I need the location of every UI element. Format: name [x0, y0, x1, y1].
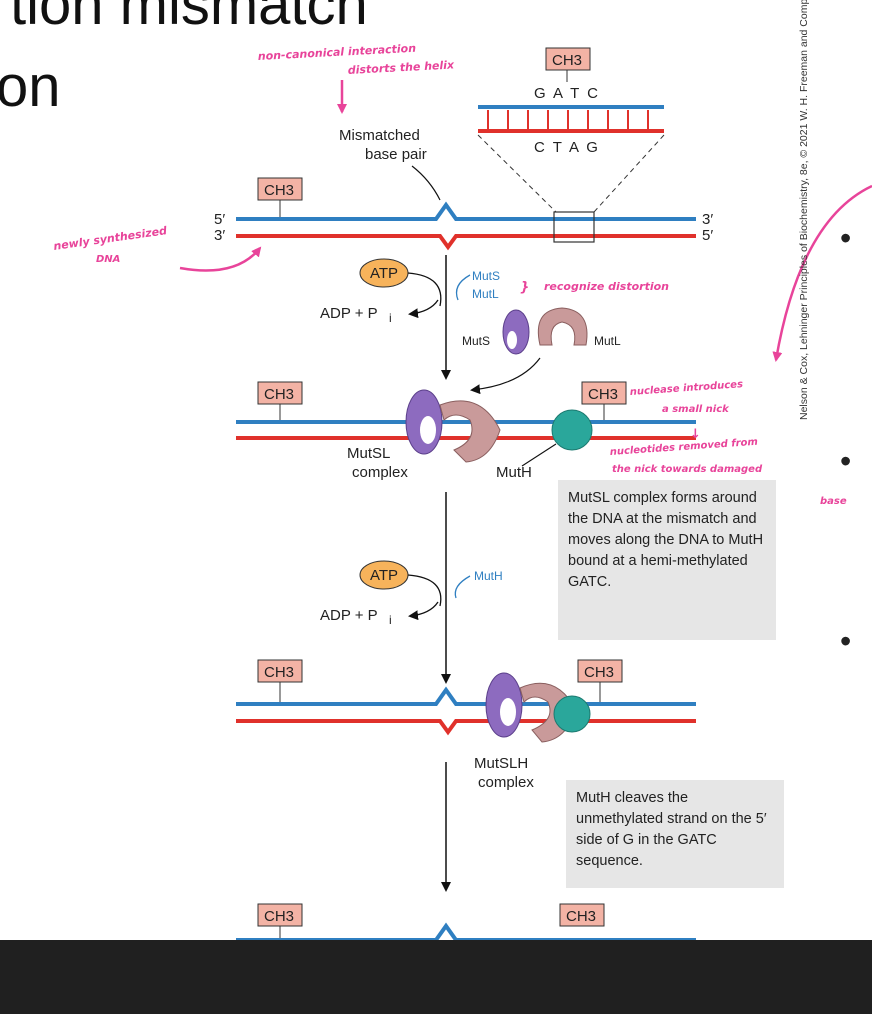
- methyl-group-inset: [545, 47, 591, 71]
- note-newly-1: newly synthesized: [53, 224, 168, 253]
- dna-row-2: CH3 CH3 MutSL complex MutH: [236, 381, 696, 481]
- mutslh-label-2: complex: [478, 774, 534, 791]
- note-nick-1: nuclease introduces: [629, 379, 743, 398]
- note-newly-2: DNA: [96, 254, 120, 265]
- note-recognize: recognize distortion: [544, 280, 669, 293]
- bases-bottom: C T A G: [534, 139, 600, 156]
- mismatch-label-1: Mismatched: [339, 127, 420, 144]
- footer-bar: [0, 940, 872, 1014]
- note-nick-pointer: [772, 184, 872, 362]
- bullet-1: •: [840, 220, 852, 256]
- figure-credit: Nelson & Cox, Lehninger Principles of Bi…: [798, 0, 810, 420]
- blue-strand-3: [236, 686, 696, 706]
- dna-row-3: CH3 CH3 MutSLH complex: [236, 659, 696, 791]
- blue-strand-4: [236, 922, 696, 940]
- muth-icon-2: [551, 409, 593, 451]
- atp-step-2: ATP ADP + P i MutH: [320, 492, 503, 684]
- muts-protein-icon: [502, 309, 530, 355]
- mutsl-label-1: MutSL: [347, 445, 390, 462]
- gatc-inset: CH3 G A T C C T A G: [477, 47, 665, 213]
- note-removed-3: base: [820, 496, 847, 507]
- adp-sub-2: i: [389, 613, 392, 627]
- methyl-label-4b: CH3: [566, 908, 596, 925]
- five-prime-label-left: 5′: [214, 211, 225, 228]
- methyl-label-1: CH3: [264, 182, 294, 199]
- red-strand-3: [236, 719, 696, 736]
- methyl-label-4a: CH3: [264, 908, 294, 925]
- caption-mutsl: MutSL complex forms around the DNA at th…: [558, 480, 776, 640]
- red-strand-1: [236, 234, 696, 251]
- slide-title-line-2: on: [0, 54, 61, 119]
- note-distortion-1: non-canonical interaction: [257, 42, 416, 63]
- mutl-protein-icon: [537, 307, 588, 346]
- mutl-label-step: MutL: [472, 287, 499, 301]
- muth-label-2: MutH: [496, 464, 532, 481]
- dna-row-1: CH3 5′ 3′ 3′ 5′ Mismatched base pair: [214, 127, 713, 251]
- adp-label-2: ADP + P: [320, 607, 378, 624]
- methyl-label-3a: CH3: [264, 664, 294, 681]
- slide-title-line-1: tion mismatch: [10, 0, 368, 37]
- three-prime-label-left: 3′: [214, 227, 225, 244]
- gatc-box: [553, 211, 595, 243]
- methyl-label-inset: CH3: [552, 52, 582, 69]
- bullet-2: •: [840, 443, 852, 479]
- note-nick-2: a small nick: [662, 404, 730, 415]
- bases-top: G A T C: [534, 85, 600, 102]
- muts-protein-label: MutS: [462, 334, 490, 348]
- atp-label-1: ATP: [370, 265, 398, 282]
- note-distortion-2: distorts the helix: [347, 58, 455, 77]
- methyl-group-4b: [559, 903, 605, 927]
- mutsl-complex-icon: [405, 389, 501, 463]
- three-prime-label-right: 3′: [702, 211, 713, 228]
- mismatch-label-2: base pair: [365, 146, 427, 163]
- mutl-protein-label: MutL: [594, 334, 621, 348]
- mismatch-repair-figure: CH3 G A T C C T A G CH3 5′ 3′ 3′ 5′ Mism…: [53, 42, 872, 940]
- bullet-3: •: [840, 623, 852, 659]
- methyl-label-2b: CH3: [588, 386, 618, 403]
- methyl-label-2a: CH3: [264, 386, 294, 403]
- caption-muth-cleaves: MutH cleaves the unmethylated strand on …: [566, 780, 784, 888]
- blue-strand-1: [236, 201, 696, 221]
- atp-step-1: ATP ADP + P i MutS MutL MutS MutL: [320, 255, 621, 395]
- mutsl-label-2: complex: [352, 464, 408, 481]
- dna-row-4: CH3 CH3: [257, 903, 605, 938]
- five-prime-label-right: 5′: [702, 227, 713, 244]
- adp-sub-1: i: [389, 311, 392, 325]
- mutslh-label-1: MutSLH: [474, 755, 528, 772]
- mismatch-pointer: [411, 165, 441, 201]
- muth-label-step: MutH: [474, 569, 503, 583]
- muts-label-step: MutS: [472, 269, 500, 283]
- adp-label-1: ADP + P: [320, 305, 378, 322]
- methyl-label-3b: CH3: [584, 664, 614, 681]
- mutslh-complex-icon: [485, 672, 591, 743]
- note-brace: }: [520, 280, 529, 295]
- atp-label-2: ATP: [370, 567, 398, 584]
- note-newly-arrow: [179, 246, 262, 272]
- note-nick-arrow-glyph: ↓: [690, 427, 701, 442]
- note-removed-2: the nick towards damaged: [612, 464, 763, 475]
